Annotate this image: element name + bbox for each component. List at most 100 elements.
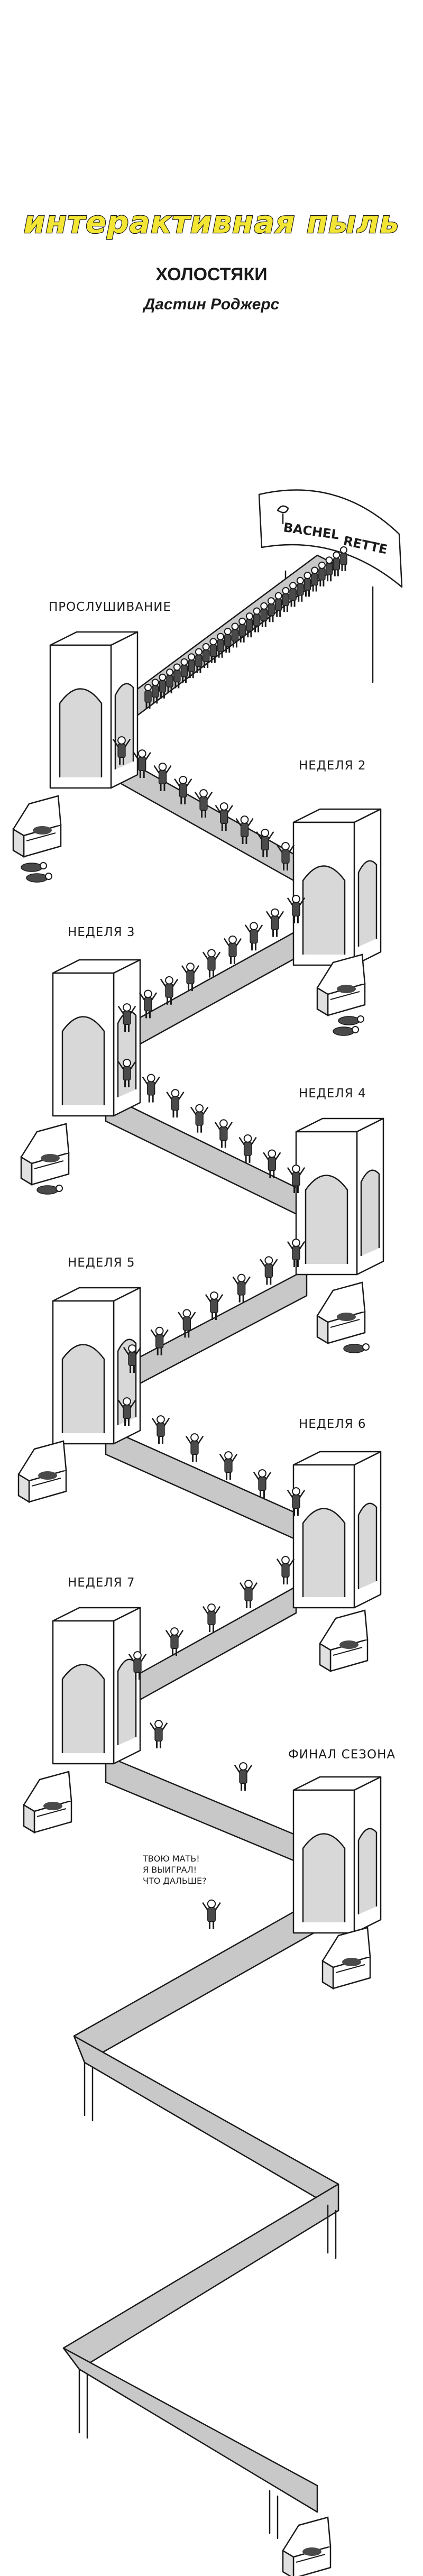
dumpster-7: [23, 1771, 72, 1834]
contestant-figure: [238, 1134, 257, 1163]
contestant-figure: [202, 643, 210, 668]
contestant-figure: [289, 582, 297, 607]
contestant-figure: [234, 1762, 253, 1791]
label-week-2: НЕДЕЛЯ 2: [299, 759, 366, 773]
contestant-figure: [159, 673, 167, 699]
contestant-figure: [117, 1059, 136, 1087]
sign-text-part-2: RETTE: [342, 533, 389, 557]
contestant-figure: [173, 663, 181, 689]
contestant-figure: [256, 829, 274, 857]
dumpster-5: [17, 1440, 67, 1504]
contestant-figure: [287, 1239, 306, 1267]
contestant-figure: [333, 551, 341, 576]
contestant-figure: [117, 1397, 136, 1426]
contestant-figure: [149, 1720, 168, 1748]
rose-icon: [277, 505, 289, 525]
contestant-figure: [217, 632, 225, 658]
label-audition: ПРОСЛУШИВАНИЕ: [49, 600, 171, 614]
contestant-figure: [287, 1165, 306, 1193]
contestant-figure: [166, 1089, 185, 1118]
dumpster-2: [316, 954, 366, 1017]
contestant-figure: [117, 1003, 136, 1032]
contestant-figure: [287, 1487, 306, 1516]
contestant-figure: [263, 1149, 281, 1178]
dumpster-4: [316, 1281, 366, 1345]
contestant-figure: [253, 1469, 272, 1498]
comic-author: Дастин Роджерс: [142, 296, 280, 313]
speech-line-2: Я ВЫИГРАЛ!: [143, 1865, 197, 1875]
contestant-figure: [142, 1074, 160, 1103]
contestant-figure: [244, 922, 263, 951]
tower-8: [292, 1776, 382, 1934]
tower-1: [49, 631, 139, 789]
contestant-figure: [223, 935, 242, 964]
contestant-figure: [195, 648, 203, 673]
contestant-figure: [296, 576, 304, 602]
contestant-figure: [123, 1344, 142, 1373]
contestant-figure: [202, 1899, 221, 1929]
contestant-figure: [311, 566, 319, 592]
fallen-contestant: [36, 1185, 63, 1195]
dumpster-3: [20, 1123, 70, 1186]
contestant-figure: [318, 561, 326, 586]
contestant-figure: [153, 763, 172, 791]
speech-line-3: ЧТО ДАЛЬШЕ?: [143, 1876, 207, 1886]
contestant-figure: [128, 1651, 147, 1680]
contestant-figure: [214, 1119, 233, 1148]
contestant-figure: [304, 572, 311, 597]
fallen-contestant: [338, 1015, 364, 1025]
contestant-figure: [253, 607, 261, 632]
comic-title: интерактивная пыль: [24, 204, 400, 240]
contestant-figure: [231, 622, 239, 648]
contestant-figure: [260, 1256, 278, 1285]
towers: [49, 631, 384, 1934]
contestant-figure: [219, 1451, 238, 1480]
contestant-figure: [160, 976, 179, 1005]
contestant-figure: [239, 1580, 258, 1608]
label-season-finale: ФИНАЛ СЕЗОНА: [288, 1748, 396, 1762]
contestant-figure: [340, 546, 347, 571]
fallen-contestant: [21, 862, 47, 872]
contestant-figure: [188, 653, 196, 679]
dumpster-1: [12, 795, 62, 858]
contestant-figure: [151, 1415, 170, 1444]
fallen-contestant: [343, 1343, 370, 1353]
fallen-contestant: [333, 1026, 359, 1036]
tower-2: [292, 808, 382, 966]
tower-5: [52, 1287, 141, 1445]
label-week-4: НЕДЕЛЯ 4: [299, 1087, 366, 1101]
contestants: [21, 546, 370, 1929]
contestant-figure: [180, 658, 188, 683]
contestant-figure: [202, 949, 221, 978]
tower-3: [52, 959, 141, 1117]
contestant-figure: [151, 679, 159, 704]
contestant-figure: [205, 1291, 224, 1320]
speech-line-1: ТВОЮ МАТЬ!: [142, 1854, 200, 1864]
contestant-figure: [185, 1433, 204, 1462]
contestant-figure: [276, 842, 295, 870]
contestant-figure: [325, 556, 333, 582]
contestant-figure: [232, 1273, 251, 1303]
comic-subtitle: ХОЛОСТЯКИ: [155, 264, 267, 285]
contestant-figure: [276, 1556, 295, 1584]
contestant-figure: [139, 989, 158, 1019]
contestant-figure: [174, 776, 192, 804]
contestant-figure: [215, 802, 233, 831]
tower-6: [292, 1451, 382, 1609]
fallen-contestant: [26, 873, 52, 883]
label-week-5: НЕДЕЛЯ 5: [68, 1256, 135, 1270]
contestant-figure: [245, 612, 253, 638]
contestant-figure: [178, 1309, 196, 1338]
contestant-figure: [181, 962, 200, 992]
conveyor-supports: [78, 2061, 337, 2540]
contestant-figure: [287, 895, 306, 923]
dumpster-9: [282, 2516, 332, 2576]
contestant-figure: [265, 908, 284, 937]
contestant-figure: [260, 602, 268, 627]
dumpster-8: [321, 1927, 371, 1990]
contestant-figure: [209, 638, 217, 663]
contestant-figure: [282, 587, 290, 612]
contestant-figure: [194, 789, 213, 818]
contestant-figure: [274, 592, 282, 617]
